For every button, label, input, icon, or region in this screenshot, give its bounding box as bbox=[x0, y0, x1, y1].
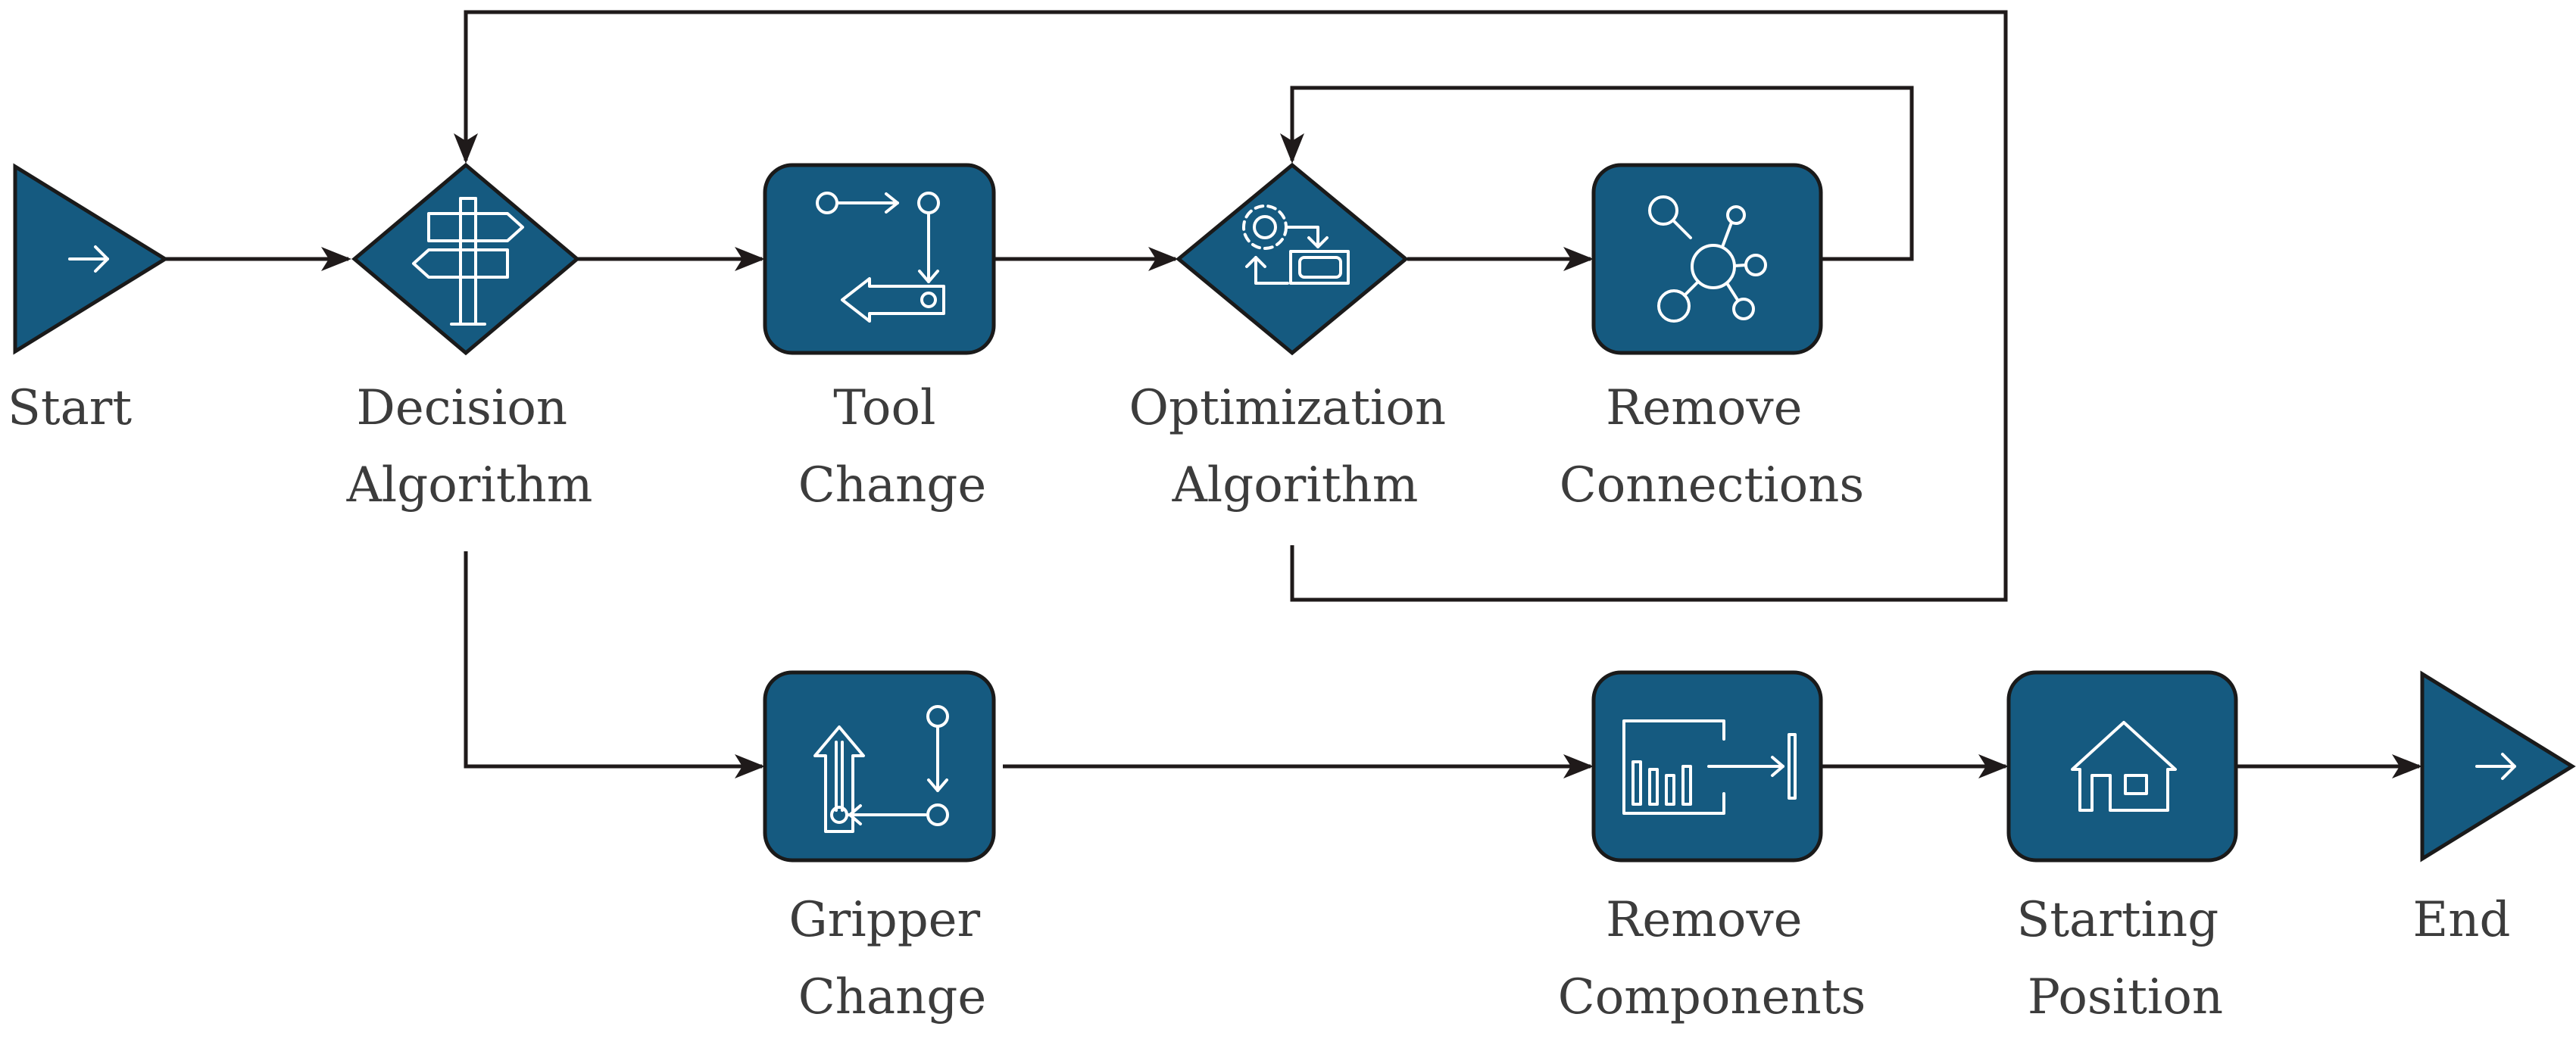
node-start: Start bbox=[8, 163, 169, 436]
node-tool-change-label-line-2: Change bbox=[798, 457, 986, 513]
edge-remove-connections-loop-to-optimization bbox=[1280, 86, 1914, 261]
node-optimization-algorithm-label-line-1: Optimization bbox=[1129, 380, 1447, 436]
node-gripper-change-label: Gripper Change bbox=[789, 892, 996, 1025]
edges bbox=[165, 10, 2422, 778]
node-starting-position-label: Starting Position bbox=[2016, 892, 2234, 1025]
node-end: End bbox=[2413, 670, 2576, 948]
node-starting-position: Starting Position bbox=[2006, 670, 2238, 1025]
node-decision-algorithm: Decision Algorithm bbox=[346, 162, 593, 513]
node-tool-change: Tool Change bbox=[763, 163, 996, 513]
node-remove-components-label: Remove Components bbox=[1558, 892, 1866, 1025]
node-optimization-algorithm-label: Optimization Algorithm bbox=[1129, 380, 1462, 513]
arrow-right-icon bbox=[68, 245, 109, 273]
node-remove-connections: Remove Connections bbox=[1560, 163, 1864, 513]
gripper-change-icon bbox=[813, 705, 949, 833]
tool-change-icon bbox=[816, 192, 945, 323]
remove-components-icon bbox=[1622, 719, 1797, 815]
node-gripper-change: Gripper Change bbox=[763, 670, 996, 1025]
arrow-right-icon bbox=[2475, 753, 2516, 780]
node-remove-connections-label-line-1: Remove bbox=[1606, 380, 1802, 436]
gear-money-icon bbox=[1242, 204, 1350, 285]
node-tool-change-label-line-1: Tool bbox=[833, 380, 935, 436]
node-tool-change-label: Tool Change bbox=[798, 380, 986, 513]
node-starting-position-label-line-2: Position bbox=[2028, 969, 2223, 1025]
edge-decision-to-gripper-change bbox=[464, 551, 765, 778]
node-starting-position-label-line-1: Starting bbox=[2016, 892, 2218, 948]
node-gripper-change-label-line-2: Change bbox=[798, 969, 986, 1025]
signpost-icon bbox=[412, 197, 524, 326]
node-optimization-algorithm: Optimization Algorithm bbox=[1129, 162, 1462, 513]
node-end-label: End bbox=[2413, 892, 2511, 948]
edge-optimization-loop-to-decision bbox=[454, 10, 2008, 602]
node-remove-connections-label: Remove Connections bbox=[1560, 380, 1864, 513]
node-remove-connections-label-line-2: Connections bbox=[1560, 457, 1864, 513]
home-icon bbox=[2071, 721, 2177, 812]
node-remove-components: Remove Components bbox=[1558, 670, 1866, 1025]
node-decision-algorithm-label: Decision Algorithm bbox=[346, 380, 593, 513]
network-search-icon bbox=[1648, 195, 1767, 323]
node-gripper-change-label-line-1: Gripper bbox=[789, 892, 981, 948]
node-optimization-algorithm-label-line-2: Algorithm bbox=[1172, 457, 1419, 513]
node-start-label: Start bbox=[8, 380, 132, 436]
node-end-label-line-1: End bbox=[2413, 892, 2511, 948]
node-start-label-line-1: Start bbox=[8, 380, 132, 436]
node-remove-components-label-line-1: Remove bbox=[1606, 892, 1802, 948]
node-decision-algorithm-label-line-2: Algorithm bbox=[346, 457, 593, 513]
node-decision-algorithm-label-line-1: Decision bbox=[357, 380, 568, 436]
node-remove-components-label-line-2: Components bbox=[1558, 969, 1866, 1025]
